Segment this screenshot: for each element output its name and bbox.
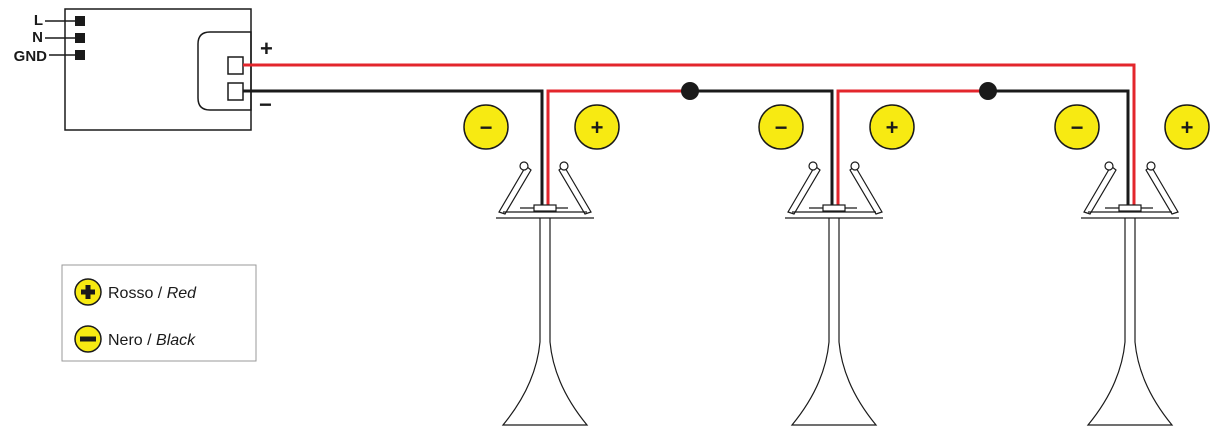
minus-icon	[74, 325, 102, 353]
junction-dot-2	[979, 82, 997, 100]
lamp-fixture-icon	[785, 161, 883, 426]
svg-text:−: −	[1071, 115, 1084, 140]
minus-badge-icon: −	[1054, 104, 1100, 150]
input-terminal-l: L	[34, 12, 85, 29]
driver-unit: L N GND + −	[14, 8, 273, 131]
svg-text:+: +	[591, 115, 604, 140]
output-plus-label: +	[260, 36, 273, 61]
legend-black-label: Nero / Black	[108, 332, 196, 349]
input-label-n: N	[32, 29, 43, 46]
plus-badge-icon: +	[574, 104, 620, 150]
plus-icon	[74, 278, 102, 306]
spot-lamp-1: − +	[463, 104, 620, 426]
minus-badge-icon: −	[463, 104, 509, 150]
lamp-fixture-icon	[1081, 161, 1179, 426]
plus-badge-icon: +	[1164, 104, 1210, 150]
lamp-fixture-icon	[496, 161, 594, 426]
input-label-l: L	[34, 12, 43, 29]
legend-red-label: Rosso / Red	[108, 285, 197, 302]
red-wire	[243, 63, 1136, 208]
input-terminal-n: N	[32, 29, 85, 46]
legend-red-entry: Rosso / Red	[74, 278, 197, 306]
input-label-gnd: GND	[14, 48, 48, 65]
red-wire-main	[243, 63, 1136, 208]
black-wire-lamp1	[690, 89, 834, 208]
output-minus-label: −	[259, 92, 272, 117]
red-wire-lamp1	[836, 89, 988, 208]
spot-lamp-2: − +	[758, 104, 915, 426]
spot-lamp-3: − +	[1054, 104, 1210, 426]
svg-text:−: −	[775, 115, 788, 140]
output-terminal-minus	[227, 82, 244, 101]
black-wire-main	[243, 89, 544, 208]
output-terminal-plus	[227, 56, 244, 75]
legend-black-entry: Nero / Black	[74, 325, 196, 353]
plus-badge-icon: +	[869, 104, 915, 150]
driver-output-panel	[197, 31, 252, 111]
junction-dot-1	[681, 82, 699, 100]
black-wire	[243, 89, 1130, 208]
legend: Rosso / Red Nero / Black	[61, 264, 257, 362]
svg-text:+: +	[1181, 115, 1194, 140]
driver-box	[64, 8, 252, 131]
input-terminal-gnd: GND	[14, 48, 85, 65]
black-wire-lamp2	[988, 89, 1130, 208]
red-wire-lamp0	[546, 89, 690, 208]
minus-badge-icon: −	[758, 104, 804, 150]
svg-text:+: +	[886, 115, 899, 140]
svg-text:−: −	[480, 115, 493, 140]
